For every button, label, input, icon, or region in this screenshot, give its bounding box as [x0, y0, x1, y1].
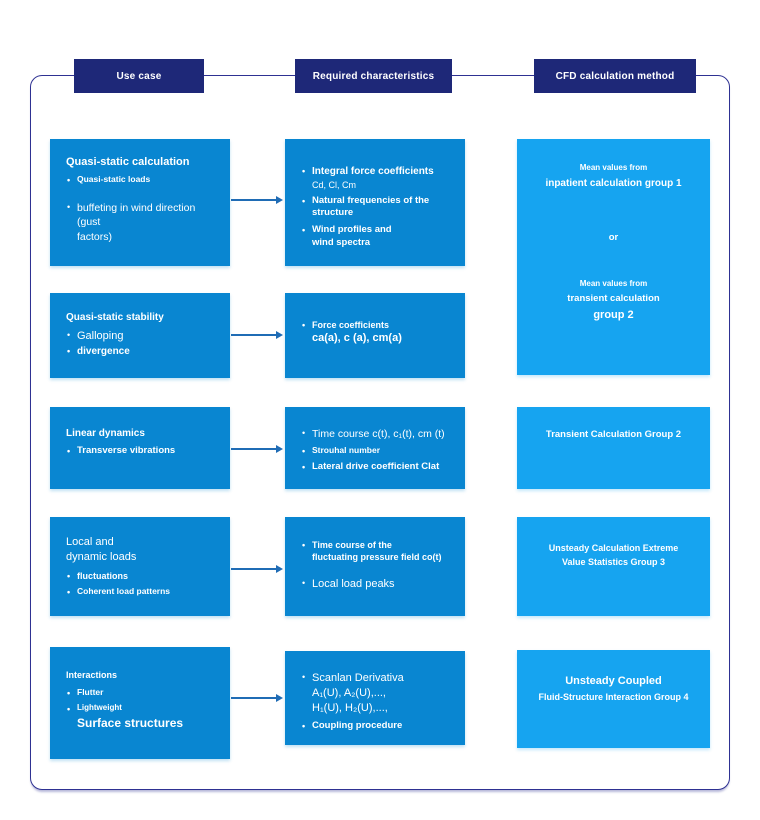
coefficient-symbols: ca(a), c (a), cm(a) — [312, 332, 402, 345]
column-header-cfd-method: CFD calculation method — [534, 59, 696, 93]
method-box-fsi-group4: Unsteady Coupled Fluid-Structure Interac… — [517, 650, 710, 748]
bullet-item: Lightweight — [66, 703, 216, 715]
bullet-item: Strouhal number — [301, 445, 451, 458]
surface-structures-label: Surface structures — [77, 716, 184, 731]
bullet-item: Scanlan Derivativa A₁(U), A₂(U),..., H₁(… — [301, 671, 451, 716]
bullet-item: Time course of the fluctuating pressure … — [301, 539, 451, 563]
bullet-item: Integral force coefficients — [301, 165, 451, 179]
method-line: Transient Calculation Group 2 — [545, 429, 682, 440]
bullet-item: buffeting in wind direction (gust factor… — [66, 201, 216, 244]
bullet-item: Transverse vibrations — [66, 445, 216, 458]
column-header-label: CFD calculation method — [555, 70, 675, 82]
method-box-unsteady-extreme-group3: Unsteady Calculation Extreme Value Stati… — [517, 517, 710, 616]
bullet-item: Natural frequencies of the structure — [301, 195, 451, 221]
method-line: Mean values from — [579, 163, 648, 172]
bullet-item: fluctuations — [66, 570, 216, 582]
usecase-box-local-dynamic-loads: Local and dynamic loads fluctuations Coh… — [50, 517, 230, 616]
method-line: Mean values from — [579, 279, 648, 289]
bullet-item: divergence — [66, 345, 216, 359]
characteristics-box-row4: Time course of the fluctuating pressure … — [285, 517, 465, 616]
bullet-item: Time course c(t), c₁(t), cm (t) — [301, 427, 451, 441]
characteristics-box-row1: Integral force coefficients Cd, Cl, Cm N… — [285, 139, 465, 266]
bullet-item: Flutter — [66, 687, 216, 700]
bullet-item: Force coefficients — [301, 319, 451, 331]
box-title: Linear dynamics — [66, 428, 145, 439]
method-line: transient calculation — [567, 292, 660, 304]
usecase-box-interactions: Interactions Flutter Lightweight Surface… — [50, 647, 230, 759]
box-title: Quasi-static calculation — [66, 156, 190, 168]
bullet-item: Coupling procedure — [301, 720, 451, 733]
box-title: Interactions — [66, 670, 118, 680]
arrow-row1-icon — [231, 196, 283, 203]
arrow-row2-icon — [231, 331, 283, 338]
box-title: Local and dynamic loads — [66, 536, 137, 563]
bullet-item: Wind profiles and wind spectra — [301, 224, 451, 250]
method-box-transient-group2: Transient Calculation Group 2 — [517, 407, 710, 489]
bullet-item: Galloping — [66, 329, 216, 344]
arrow-row3-icon — [231, 445, 283, 452]
column-header-use-case: Use case — [74, 59, 204, 93]
characteristics-box-row5: Scanlan Derivativa A₁(U), A₂(U),..., H₁(… — [285, 651, 465, 745]
method-line: Fluid-Structure Interaction Group 4 — [538, 691, 689, 702]
method-box-group1-or-group2: Mean values from inpatient calculation g… — [517, 139, 710, 375]
arrow-row5-icon — [231, 694, 283, 701]
characteristics-box-row2: Force coefficients ca(a), c (a), cm(a) — [285, 293, 465, 378]
column-header-label: Use case — [116, 70, 162, 82]
box-title: Quasi-static stability — [66, 312, 164, 323]
method-line: or — [608, 232, 619, 244]
bullet-item: Coherent load patterns — [66, 586, 216, 599]
usecase-box-quasi-static-calculation: Quasi-static calculation Quasi-static lo… — [50, 139, 230, 266]
column-header-label: Required characteristics — [312, 70, 435, 82]
method-line: Unsteady Calculation Extreme Value Stati… — [548, 543, 679, 568]
characteristics-box-row3: Time course c(t), c₁(t), cm (t) Strouhal… — [285, 407, 465, 489]
arrow-row4-icon — [231, 565, 283, 572]
coefficient-symbols: Cd, Cl, Cm — [312, 179, 357, 190]
method-line: group 2 — [593, 308, 634, 321]
method-line: inpatient calculation group 1 — [545, 177, 682, 189]
usecase-box-linear-dynamics: Linear dynamics Transverse vibrations — [50, 407, 230, 489]
usecase-box-quasi-static-stability: Quasi-static stability Galloping diverge… — [50, 293, 230, 378]
bullet-item: Local load peaks — [301, 577, 451, 592]
method-line: Unsteady Coupled — [565, 675, 662, 687]
bullet-item: Quasi-static loads — [66, 174, 216, 187]
bullet-item: Lateral drive coefficient Clat — [301, 461, 451, 474]
column-header-required-characteristics: Required characteristics — [295, 59, 452, 93]
